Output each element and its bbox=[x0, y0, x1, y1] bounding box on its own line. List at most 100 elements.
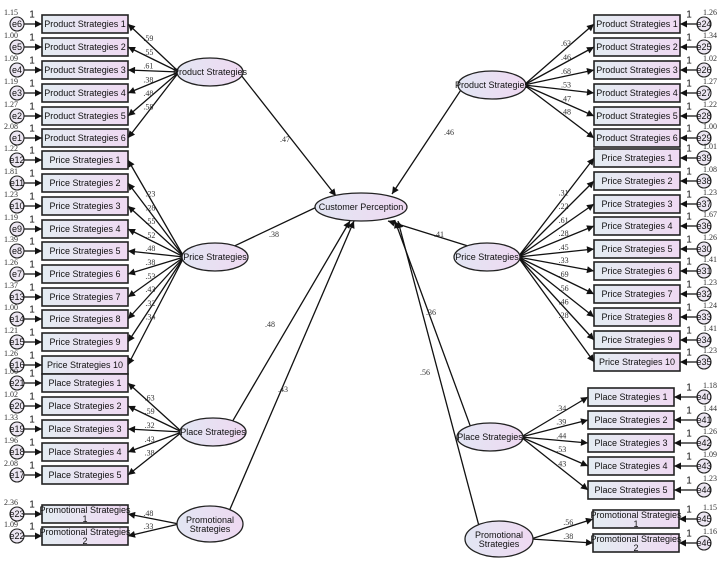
indicator-box bbox=[593, 352, 681, 372]
indicator-box bbox=[593, 216, 681, 236]
fixed-parameter: 1 bbox=[686, 326, 692, 337]
error-term-label: e40 bbox=[696, 392, 711, 402]
loading-arrow bbox=[127, 511, 180, 525]
indicator-box bbox=[593, 148, 681, 168]
factor-loading: .56 bbox=[563, 518, 573, 527]
error-term-label: e44 bbox=[696, 485, 711, 495]
indicator-label: Product Strategies 3 bbox=[596, 65, 678, 75]
error-term bbox=[696, 150, 712, 166]
error-term-label: e16 bbox=[9, 360, 24, 370]
error-variance: 1.27 bbox=[703, 77, 717, 86]
indicator-box bbox=[41, 37, 129, 57]
error-term bbox=[9, 375, 25, 391]
fixed-parameter: 1 bbox=[686, 257, 692, 268]
indicator-label: Price Strategies 6 bbox=[601, 266, 672, 276]
indicator-box bbox=[41, 173, 129, 193]
latent-construct bbox=[179, 417, 247, 447]
fixed-parameter: 1 bbox=[686, 452, 692, 463]
loading-arrow bbox=[127, 256, 185, 320]
error-term-label: e42 bbox=[696, 438, 711, 448]
indicator-box bbox=[593, 330, 681, 350]
indicator-box bbox=[592, 509, 680, 529]
indicator-label: Product Strategies 5 bbox=[44, 111, 126, 121]
structural-path-arrow bbox=[391, 73, 473, 195]
indicator-label: Price Strategies 7 bbox=[601, 289, 672, 299]
indicator-box bbox=[41, 106, 129, 126]
error-variance: 1.96 bbox=[4, 436, 18, 445]
factor-loading: .63 bbox=[561, 39, 571, 48]
error-term bbox=[9, 311, 25, 327]
indicator-box bbox=[41, 309, 129, 329]
factor-loading: .48 bbox=[145, 244, 155, 253]
indicator-label: Product Strategies 4 bbox=[596, 88, 678, 98]
indicator-label: Price Strategies 2 bbox=[601, 176, 672, 186]
error-term-label: e31 bbox=[696, 266, 711, 276]
loading-arrow bbox=[127, 71, 180, 117]
fixed-parameter: 1 bbox=[29, 192, 35, 203]
loading-arrow bbox=[127, 228, 185, 258]
error-variance: 1.01 bbox=[703, 142, 717, 151]
indicator-box bbox=[593, 261, 681, 281]
factor-loading: .58 bbox=[143, 102, 153, 111]
loading-arrow bbox=[523, 84, 595, 139]
indicator-box bbox=[41, 14, 129, 34]
error-term bbox=[9, 39, 25, 55]
error-term-label: e13 bbox=[9, 292, 24, 302]
path-coefficient: .43 bbox=[278, 385, 288, 394]
fixed-parameter: 1 bbox=[29, 438, 35, 449]
error-variance: 1.19 bbox=[4, 213, 18, 222]
factor-loading: .22 bbox=[559, 202, 569, 211]
latent-construct-label: Product Strategies bbox=[173, 67, 248, 77]
indicator-label: Place Strategies 3 bbox=[594, 438, 667, 448]
loading-arrow bbox=[520, 396, 589, 438]
indicator-box bbox=[41, 60, 129, 80]
error-term-label: e46 bbox=[696, 538, 711, 548]
error-term bbox=[9, 506, 25, 522]
error-term-label: e21 bbox=[9, 378, 24, 388]
factor-loading: .43 bbox=[556, 460, 566, 469]
error-term bbox=[696, 39, 712, 55]
indicator-label: Place Strategies 3 bbox=[48, 424, 121, 434]
indicator-box bbox=[593, 239, 681, 259]
loading-arrow bbox=[520, 436, 589, 467]
indicator-box bbox=[41, 128, 129, 148]
fixed-parameter: 1 bbox=[29, 392, 35, 403]
loading-arrow bbox=[127, 523, 180, 538]
indicator-box bbox=[41, 373, 129, 393]
fixed-parameter: 1 bbox=[686, 102, 692, 113]
factor-loading: .28 bbox=[145, 203, 155, 212]
error-term-label: e7 bbox=[12, 269, 22, 279]
indicator-box bbox=[41, 526, 129, 546]
latent-construct bbox=[176, 505, 244, 543]
fixed-parameter: 1 bbox=[686, 190, 692, 201]
error-variance: 1.81 bbox=[4, 167, 18, 176]
factor-loading: .32 bbox=[145, 421, 155, 430]
error-term bbox=[9, 334, 25, 350]
error-variance: 1.26 bbox=[4, 349, 18, 358]
error-term-label: e12 bbox=[9, 155, 24, 165]
error-variance: 1.00 bbox=[4, 31, 18, 40]
fixed-parameter: 1 bbox=[686, 406, 692, 417]
error-term bbox=[9, 85, 25, 101]
error-term bbox=[696, 309, 712, 325]
factor-loading: .61 bbox=[559, 216, 569, 225]
latent-construct bbox=[464, 520, 534, 558]
fixed-parameter: 1 bbox=[686, 10, 692, 21]
path-coefficient: .56 bbox=[420, 368, 430, 377]
error-variance: 1.41 bbox=[703, 255, 717, 264]
loading-arrow bbox=[517, 225, 595, 258]
latent-construct bbox=[176, 57, 244, 87]
indicator-box bbox=[592, 533, 680, 553]
path-coefficient: .41 bbox=[434, 230, 444, 239]
fixed-parameter: 1 bbox=[29, 369, 35, 380]
indicator-box bbox=[587, 433, 675, 453]
fixed-parameter: 1 bbox=[686, 212, 692, 223]
error-variance: 1.33 bbox=[4, 413, 18, 422]
loading-arrow bbox=[520, 418, 589, 438]
indicator-label: Product Strategies 2 bbox=[44, 42, 126, 52]
error-variance: 1.09 bbox=[4, 54, 18, 63]
indicator-label: Price Strategies 1 bbox=[49, 155, 120, 165]
indicator-box bbox=[593, 128, 681, 148]
